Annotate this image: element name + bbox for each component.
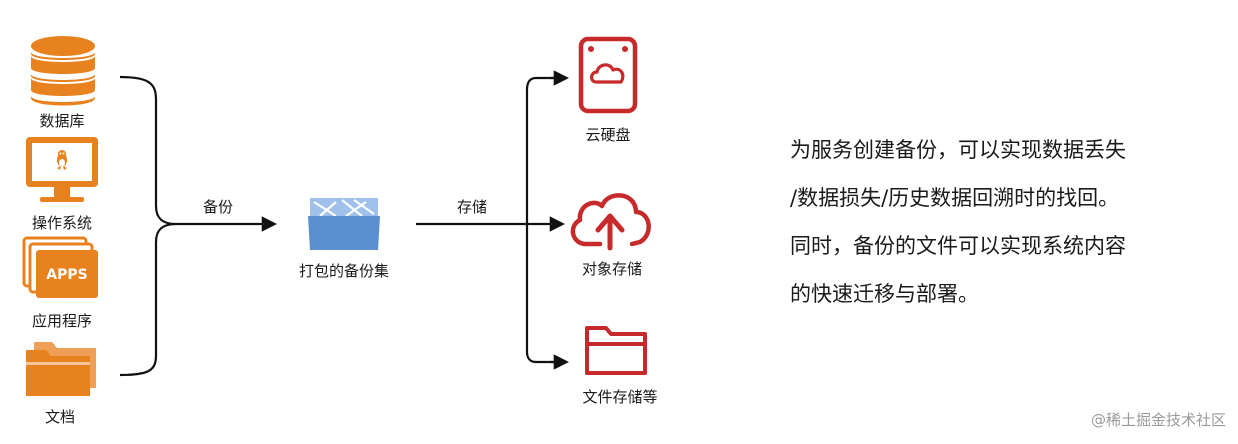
source-label-docs: 文档 <box>44 408 76 426</box>
description-line: 为服务创建备份，可以实现数据丢失 <box>790 138 1126 162</box>
backup-box-icon <box>308 198 380 250</box>
target-label-cloud-disk: 云硬盘 <box>585 126 631 144</box>
cloud-disk-icon <box>578 36 638 114</box>
source-label-database: 数据库 <box>39 112 85 130</box>
monitor-icon <box>26 137 98 202</box>
description-text: 为服务创建备份，可以实现数据丢失 /数据损失/历史数据回溯时的找回。 同时，备份… <box>790 126 1230 318</box>
cloud-upload-icon <box>570 193 651 251</box>
penguin-icon <box>57 150 67 170</box>
apps-badge-text: APPS <box>46 267 88 283</box>
description-line: 同时，备份的文件可以实现系统内容 <box>790 234 1126 258</box>
folder-icon <box>26 342 96 396</box>
file-folder-icon <box>585 326 647 375</box>
package-label: 打包的备份集 <box>298 262 390 280</box>
edge-label-backup: 备份 <box>202 198 234 216</box>
source-label-os: 操作系统 <box>31 214 93 232</box>
description-line: /数据损失/历史数据回溯时的找回。 <box>790 186 1120 210</box>
target-label-object-storage: 对象存储 <box>581 260 643 278</box>
description-line: 的快速迁移与部署。 <box>790 282 979 306</box>
database-icon <box>31 36 95 106</box>
target-label-file-storage: 文件存储等 <box>582 388 658 406</box>
watermark: @稀土掘金技术社区 <box>1090 411 1226 429</box>
source-label-apps: 应用程序 <box>31 312 93 330</box>
left-brace <box>119 75 177 377</box>
right-brace <box>525 76 556 364</box>
apps-icon <box>22 236 98 298</box>
edge-label-store: 存储 <box>456 198 488 216</box>
